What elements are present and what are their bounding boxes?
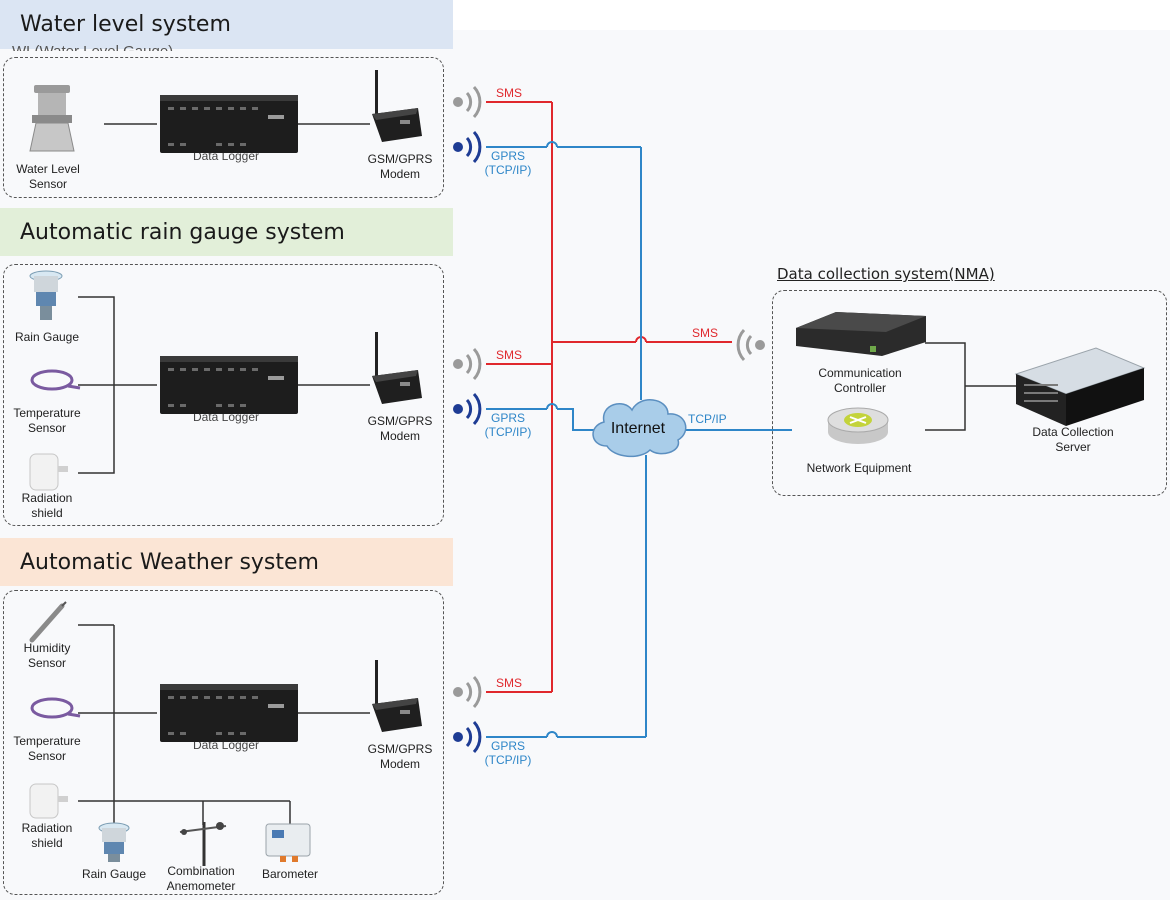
- water-level-box: [3, 57, 444, 198]
- data-logger-label: Data Logger: [192, 414, 260, 424]
- water-partial-header: WL(Water Level Gauge): [12, 42, 173, 51]
- internet-cloud-icon: [592, 399, 687, 458]
- gprs-label: GPRS(TCP/IP): [484, 411, 532, 439]
- sms-network: [486, 101, 732, 693]
- data-logger-icons: [160, 95, 298, 742]
- temperature-sensor-icon: [30, 369, 81, 391]
- barometer-label: Barometer: [261, 867, 319, 881]
- data-collection-server-icon: [1014, 347, 1146, 426]
- gprs-label: GPRS(TCP/IP): [484, 149, 532, 177]
- barometer-icon: [265, 823, 311, 862]
- rain-gauge-icon: [98, 822, 130, 862]
- rain-gauge-box: [3, 264, 444, 526]
- water-level-section-title: Water level system: [0, 0, 453, 49]
- water-level-sensor-icon: [29, 85, 75, 152]
- humidity-sensor-icon: [29, 601, 67, 643]
- tcpip-label: TCP/IP: [688, 412, 727, 426]
- network-equipment-label: Network Equipment: [806, 461, 912, 475]
- diagram-background: [0, 30, 1170, 900]
- rain-gauge-label: Rain Gauge: [81, 867, 147, 881]
- weather-box: [3, 590, 444, 895]
- gprs-label: GPRS(TCP/IP): [484, 739, 532, 767]
- data-collection-box: [772, 290, 1167, 496]
- radiation-shield-icon: [29, 783, 68, 819]
- collection-bus: [925, 342, 966, 431]
- network-equipment-icon: [827, 407, 889, 444]
- data-collection-title: Data collection system(NMA): [777, 265, 995, 283]
- rain-gauge-label: Rain Gauge: [14, 330, 80, 344]
- data-logger-label: Data Logger: [192, 742, 260, 752]
- sms-label: SMS: [496, 348, 523, 362]
- sms-label: SMS: [496, 86, 523, 100]
- wireless-symbols: [453, 85, 765, 754]
- anemometer-icon: [179, 822, 227, 866]
- sms-label: SMS: [496, 676, 523, 690]
- gprs-network: [486, 141, 792, 738]
- modem-icons: [372, 70, 422, 732]
- weather-section-title: Automatic Weather system: [0, 538, 453, 586]
- data-logger-label: Data Logger: [192, 153, 260, 163]
- internet-label: Internet: [610, 420, 666, 437]
- temperature-sensor-icon: [30, 697, 81, 719]
- communication-controller-icon: [796, 312, 926, 356]
- rain-gauge-section-title: Automatic rain gauge system: [0, 208, 453, 256]
- rain-gauge-icon: [29, 270, 63, 320]
- sms-label: SMS: [692, 326, 719, 340]
- radiation-shield-icon: [29, 453, 68, 491]
